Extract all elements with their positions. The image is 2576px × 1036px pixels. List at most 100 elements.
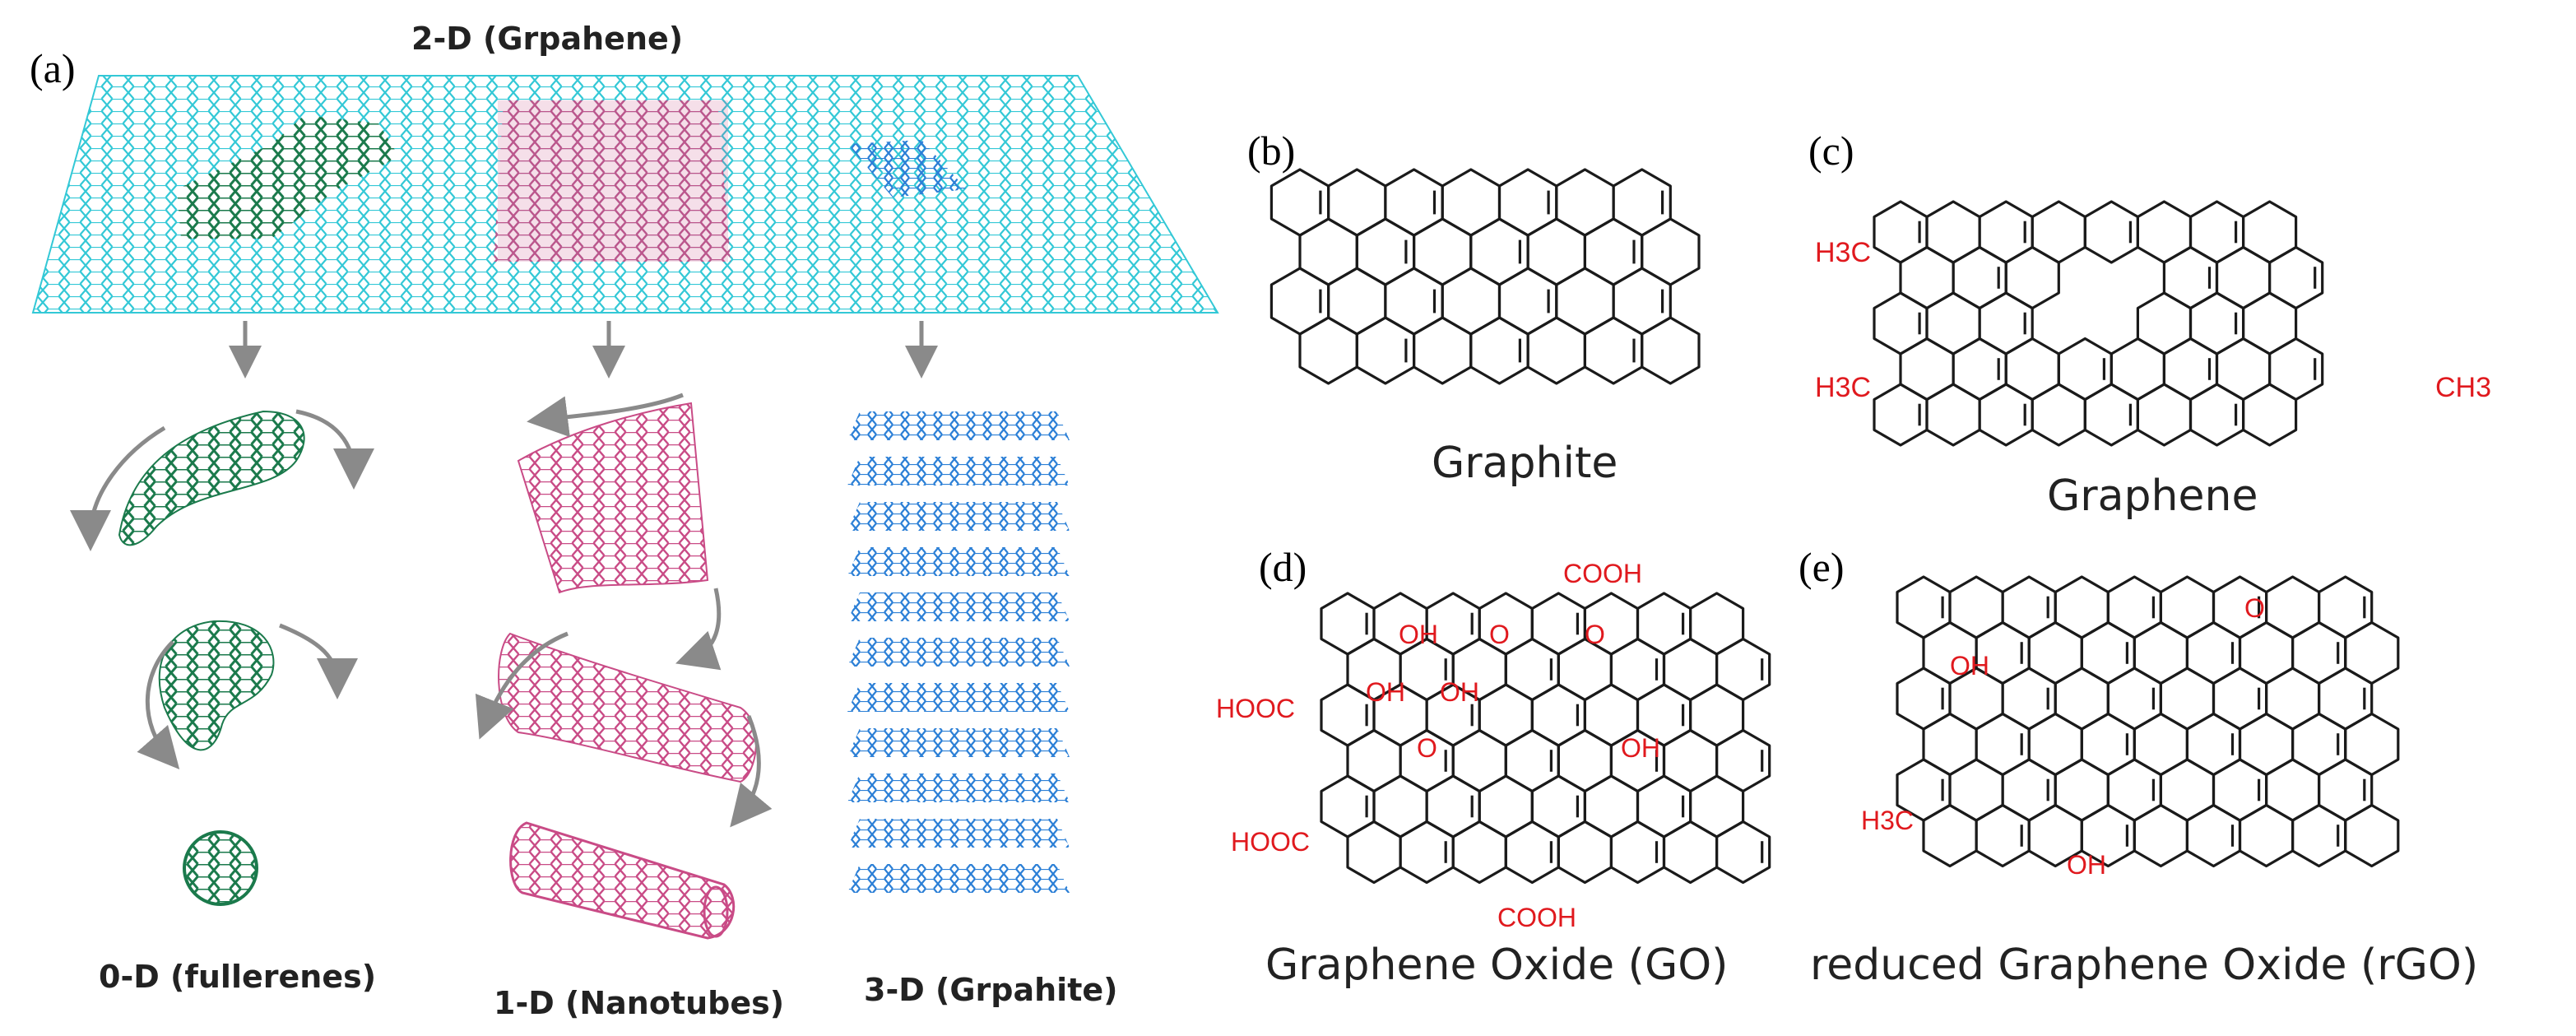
graphite-layer	[847, 502, 1070, 531]
carbon-ring	[1555, 168, 1615, 237]
roll-arrow-1b	[675, 588, 722, 671]
carbon-ring	[1641, 217, 1701, 286]
group-o-1: O	[1489, 620, 1510, 649]
graphite-layer	[847, 774, 1070, 802]
group-oh-bottom: OH	[2067, 850, 2106, 880]
panel-a-letter: (a)	[30, 45, 76, 91]
reduced-graphene-oxide-structure	[1896, 575, 2400, 868]
graphite-layer	[847, 638, 1070, 667]
panel-d-letter: (d)	[1259, 544, 1307, 590]
nanotube-roll-1	[517, 402, 709, 594]
carbon-ring	[2242, 383, 2298, 447]
carbon-ring	[1689, 592, 1745, 656]
graphite-layer	[847, 411, 1070, 440]
roll-arrow-2a	[475, 631, 569, 740]
group-hooc-left: HOOC	[1216, 694, 1295, 723]
carbon-ring	[1689, 774, 1745, 839]
carbon-ring	[2136, 200, 2193, 264]
carbon-ring	[2344, 803, 2400, 868]
caption-1d: 1-D (Nanotubes)	[494, 985, 784, 1021]
carbon-ring	[1412, 217, 1473, 286]
carbon-ring	[1326, 267, 1387, 336]
panel-c-letter: (c)	[1808, 128, 1854, 174]
panel-c: (c) H3C H3C CH3 Graphene	[1808, 128, 2491, 521]
roll-arrow-1a	[527, 393, 684, 438]
group-o-2: O	[1585, 620, 1605, 649]
carbon-ring	[2238, 803, 2295, 868]
fullerene-curl-2	[158, 620, 275, 751]
carbon-ring	[1662, 820, 1719, 885]
nanotube-patch-tint	[498, 100, 728, 262]
graphite-layer	[847, 728, 1070, 757]
carbon-ring	[1925, 383, 1981, 447]
carbon-ring	[1922, 803, 1978, 868]
group-h3c-top: H3C	[1815, 237, 1871, 268]
carbon-ring	[2265, 758, 2321, 822]
group-oh-1: OH	[1399, 620, 1438, 649]
graphite-layer	[847, 864, 1070, 893]
fullerene-ball	[183, 830, 258, 906]
panel-e-letter: (e)	[1799, 544, 1845, 590]
carbon-ring	[2242, 291, 2298, 355]
carbon-ring	[2265, 667, 2321, 731]
graphene-oxide-structure	[1320, 592, 1771, 885]
group-cooh-bottom: COOH	[1497, 903, 1576, 932]
graphene-structure	[1873, 200, 2324, 447]
group-oh-3: OH	[1440, 677, 1479, 707]
nanotube-end	[703, 885, 729, 938]
nanotube-tube	[509, 821, 736, 940]
carbon-ring	[1346, 820, 1402, 885]
roll-arrow-2b	[730, 715, 773, 828]
carbon-ring	[1412, 316, 1473, 385]
carbon-ring	[2242, 200, 2298, 264]
carbon-ring	[1441, 168, 1502, 237]
carbon-ring	[1451, 820, 1507, 885]
carbon-ring	[1715, 820, 1771, 885]
panel-b: (b) Graphite	[1247, 128, 1701, 488]
fullerene-patch	[177, 115, 399, 239]
group-oh-4: OH	[1621, 733, 1660, 763]
carbon-ring	[1441, 267, 1502, 336]
group-o-3: O	[1417, 733, 1437, 763]
graphite-layer	[847, 592, 1070, 621]
group-hooc-bottom: HOOC	[1231, 827, 1310, 857]
curl-arrow-2b	[279, 623, 358, 699]
graphite-layer	[847, 547, 1070, 576]
caption-go: Graphene Oxide (GO)	[1265, 941, 1728, 990]
group-h3c: H3C	[1861, 806, 1914, 835]
carbon-ring	[2031, 383, 2086, 447]
group-oh-2: OH	[1366, 677, 1405, 707]
graphite-patch	[847, 140, 967, 197]
group-oh-left: OH	[1950, 651, 1989, 681]
graphite-structure	[1269, 168, 1701, 385]
panel-a: (a) 2-D (Grpahene) 0-D (fullerenes)	[30, 21, 1219, 1021]
curl-arrow-1a	[70, 425, 166, 551]
carbon-ring	[1526, 316, 1587, 385]
carbon-ring	[2136, 383, 2193, 447]
group-cooh-top: COOH	[1563, 559, 1642, 588]
carbon-ring	[2265, 575, 2321, 639]
carbon-ring	[1641, 316, 1701, 385]
caption-rgo: reduced Graphene Oxide (rGO)	[1810, 941, 2478, 990]
panel-a-title: 2-D (Grpahene)	[411, 21, 683, 57]
carbon-ring	[2133, 803, 2188, 868]
graphite-layer	[847, 819, 1070, 848]
carbon-ring	[2031, 200, 2086, 264]
carbon-ring	[1557, 820, 1613, 885]
curl-arrow-1b	[295, 409, 374, 490]
fullerene-curl-1	[118, 410, 305, 546]
carbon-ring	[1689, 683, 1745, 747]
caption-graphene: Graphene	[2047, 472, 2258, 521]
caption-0d: 0-D (fullerenes)	[99, 959, 376, 995]
caption-graphite: Graphite	[1432, 439, 1618, 488]
graphite-layer	[847, 457, 1070, 485]
graphite-layer	[847, 683, 1070, 712]
group-h3c-left: H3C	[1815, 372, 1871, 403]
nanotube-patch	[494, 100, 731, 262]
panel-e: (e) O OH H3C OH reduced Graphene Oxide (…	[1799, 544, 2478, 990]
carbon-ring	[1298, 316, 1358, 385]
panel-b-letter: (b)	[1247, 128, 1295, 174]
carbon-ring	[1555, 267, 1615, 336]
carbon-ring	[1326, 168, 1387, 237]
